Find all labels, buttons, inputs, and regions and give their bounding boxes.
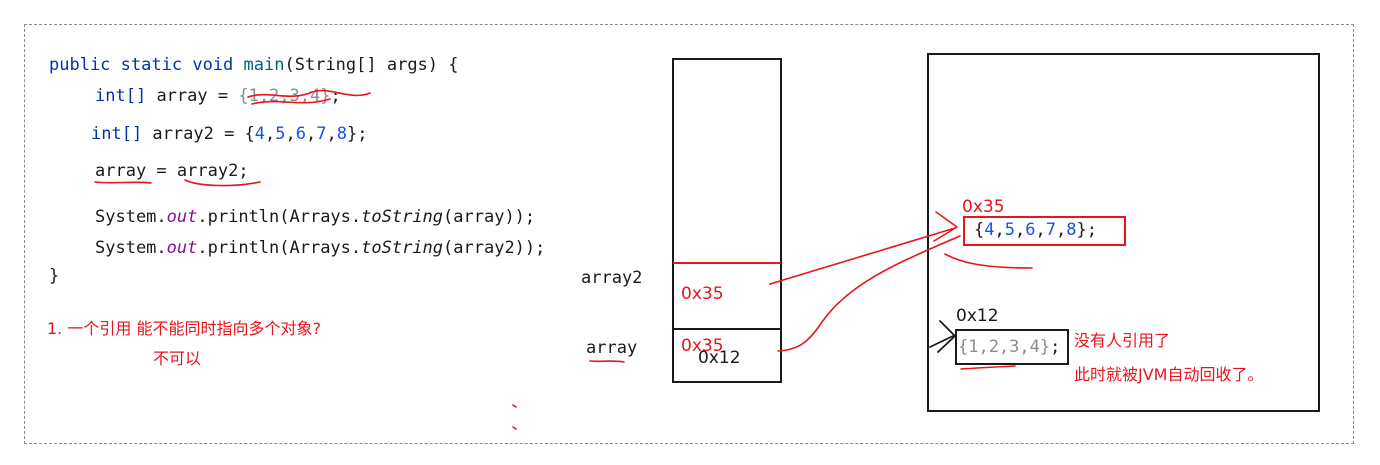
code-line-array2-decl: int[] array2 = {4,5,6,7,8}; — [91, 124, 368, 144]
code-line-assignment: array = array2; — [95, 161, 249, 181]
underline-array — [94, 181, 152, 184]
stack-frame — [672, 58, 782, 383]
underline-array-label — [589, 360, 625, 363]
heap-object-0x35-content: {4,5,6,7,8}; — [974, 220, 1097, 240]
question-note: 1. 一个引用 能不能同时指向多个对象? — [47, 319, 321, 338]
code-line-close-brace: } — [49, 266, 60, 286]
garbage-note-line1: 没有人引用了 — [1074, 331, 1171, 350]
stack-divider — [673, 328, 781, 330]
arrow-array-to-heap — [777, 235, 961, 352]
stray-mark-2 — [512, 426, 517, 430]
code-line-print-array2: System.out.println(Arrays.toString(array… — [95, 238, 546, 258]
arrow-array2-to-heap — [769, 227, 956, 285]
arrowhead-array2 — [933, 211, 958, 242]
heap-object-0x12-content: {1,2,3,4}; — [958, 337, 1061, 357]
heap-object-0x35-address: 0x35 — [962, 197, 1005, 217]
diagram-frame — [24, 24, 1354, 444]
heap-object-0x35 — [963, 216, 1126, 246]
code-line-print-array: System.out.println(Arrays.toString(array… — [95, 207, 536, 227]
stray-mark — [512, 404, 517, 408]
array-slot-old-address: 0x12 — [698, 348, 741, 368]
strike-scribble-2 — [251, 98, 331, 105]
strike-scribble — [247, 89, 371, 98]
arrowhead-0x12 — [937, 320, 956, 353]
heap-object-0x12-address: 0x12 — [956, 306, 999, 326]
code-line-main-signature: public static void main(String[] args) { — [49, 55, 459, 75]
array-slot-new-address: 0x35 — [681, 336, 724, 356]
arrow-to-0x12 — [929, 335, 954, 348]
garbage-note-line2: 此时就被JVM自动回收了。 — [1074, 365, 1264, 384]
heap-area — [927, 53, 1320, 412]
underline-array2 — [184, 179, 261, 187]
array2-slot-address: 0x35 — [681, 284, 724, 304]
stack-divider-red — [673, 262, 781, 264]
heap-object-0x12 — [955, 329, 1069, 365]
array-variable-label: array — [586, 338, 638, 358]
curve-under-0x35 — [944, 253, 1033, 269]
array2-variable-label: array2 — [581, 268, 643, 288]
underline-garbage — [960, 365, 1016, 370]
answer-note: 不可以 — [153, 349, 202, 368]
